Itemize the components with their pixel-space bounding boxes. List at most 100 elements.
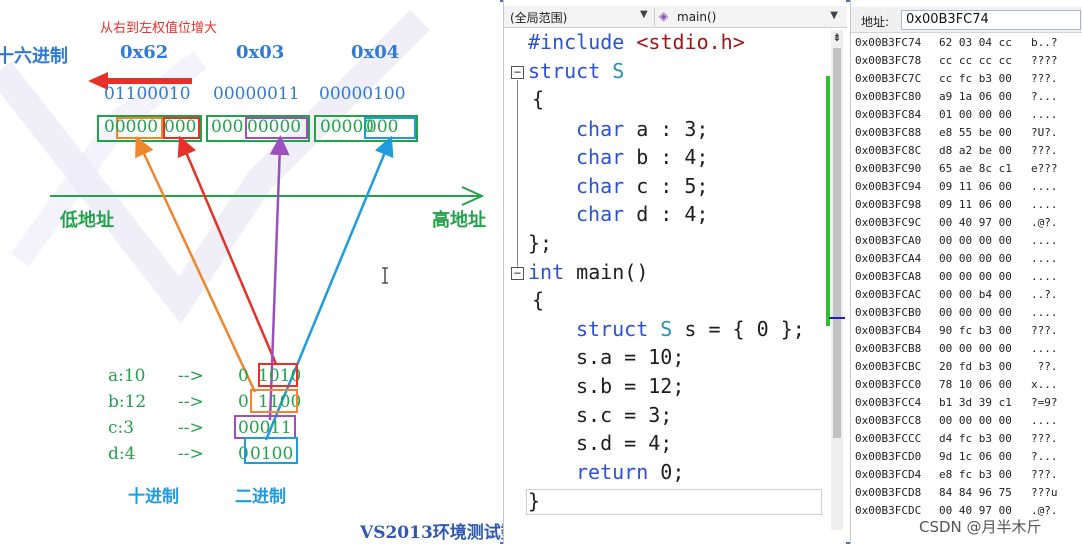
memory-ascii: e??? — [1031, 162, 1058, 175]
memory-bytes: 84 84 96 75 — [939, 486, 1012, 499]
byte2-left-bits: 00000 — [320, 117, 375, 137]
memory-ascii: ?=9? — [1031, 396, 1058, 409]
byte0-left-bits: 00000 — [104, 117, 159, 137]
member-c-prefix: 000 — [238, 418, 271, 438]
editor-navigation-bar: (全局范围) ▼ ◈ main() ▼ — [504, 6, 847, 28]
member-c-arrow: --> — [178, 418, 204, 438]
memory-ascii: .... — [1031, 342, 1058, 355]
memory-ascii: ?... — [1031, 90, 1058, 103]
memory-bytes: 09 11 06 00 — [939, 180, 1012, 193]
fold-guide — [517, 80, 518, 280]
function-name: main() — [677, 10, 717, 24]
memory-bytes: 90 fc b3 00 — [939, 324, 1012, 337]
weight-direction-arrow — [88, 72, 192, 90]
memory-address: 0x00B3FCB8 — [855, 342, 922, 355]
memory-ascii: .... — [1031, 414, 1058, 427]
memory-ascii: ..?. — [1031, 288, 1058, 301]
memory-bytes: d4 fc b3 00 — [939, 432, 1012, 445]
memory-ascii: ?U?. — [1031, 126, 1058, 139]
byte-box-2 — [314, 115, 418, 142]
code-line-8: }; — [528, 231, 553, 255]
memory-address: 0x00B3FCA4 — [855, 252, 922, 265]
memory-bytes: 09 11 06 00 — [939, 198, 1012, 211]
member-d-name: d:4 — [108, 444, 136, 464]
memory-address: 0x00B3FC98 — [855, 198, 922, 211]
memory-ascii: .... — [1031, 198, 1058, 211]
weight-direction-note: 从右到左权值位增大 — [100, 21, 218, 36]
code-line-11: struct S s = { 0 }; — [576, 317, 805, 341]
collapse-main-icon[interactable]: − — [511, 267, 524, 280]
code-line-16: return 0; — [576, 460, 685, 484]
memory-address: 0x00B3FCD0 — [855, 450, 922, 463]
memory-address: 0x00B3FCD4 — [855, 468, 922, 481]
code-line-1: #include <stdio.h> — [528, 30, 745, 54]
scrollbar-thumb[interactable] — [833, 48, 841, 438]
memory-ascii: ???u — [1031, 486, 1058, 499]
memory-bytes: cc fc b3 00 — [939, 72, 1012, 85]
current-line-highlight — [526, 489, 822, 515]
change-tracking-bar — [826, 76, 830, 326]
memory-ascii: ??. — [1031, 360, 1058, 373]
code-editor[interactable]: (全局范围) ▼ ◈ main() ▼ #include <stdio.h> −… — [382, 0, 847, 544]
collapse-struct-icon[interactable]: − — [511, 66, 524, 79]
memory-bytes: 01 00 00 00 — [939, 108, 1012, 121]
memory-address: 0x00B3FCC8 — [855, 414, 922, 427]
member-a-name: a:10 — [108, 366, 146, 386]
code-line-17: } — [528, 489, 541, 513]
memory-bytes: a9 1a 06 00 — [939, 90, 1012, 103]
chevron-down-icon[interactable]: ▼ — [640, 9, 648, 20]
memory-ascii: .... — [1031, 180, 1058, 193]
decimal-label: 十进制 — [128, 487, 179, 507]
bitfield-diagram: 从右到左权值位增大 十六进制 0x62 0x03 0x04 01100010 0… — [0, 0, 500, 544]
memory-address: 0x00B3FCA8 — [855, 270, 922, 283]
address-input[interactable]: 0x00B3FC74 — [901, 10, 1081, 30]
memory-ascii: .@?. — [1031, 216, 1058, 229]
memory-address: 0x00B3FC94 — [855, 180, 922, 193]
byte2-right-bits: 000 — [366, 117, 399, 137]
memory-bytes: 20 fd b3 00 — [939, 360, 1012, 373]
code-line-5: char b : 4; — [576, 145, 709, 169]
code-line-12: s.a = 10; — [576, 345, 685, 369]
byte0-right-bits: 000 — [164, 117, 197, 137]
split-view-icon[interactable]: ⇟ — [832, 31, 842, 44]
chevron-down-icon[interactable]: ▼ — [830, 10, 838, 21]
memory-ascii: .... — [1031, 252, 1058, 265]
memory-ascii: ???. — [1031, 432, 1058, 445]
memory-bytes: 9d 1c 06 00 — [939, 450, 1012, 463]
code-line-4: char a : 3; — [576, 117, 709, 141]
binary-value-0: 01100010 — [104, 84, 191, 104]
memory-ascii: ???. — [1031, 144, 1058, 157]
memory-address: 0x00B3FCD8 — [855, 486, 922, 499]
hex-value-2: 0x04 — [351, 42, 400, 63]
member-d-prefix: 0 — [238, 444, 249, 464]
memory-bytes: b1 3d 39 c1 — [939, 396, 1012, 409]
memory-address: 0x00B3FC78 — [855, 54, 922, 67]
memory-address: 0x00B3FC8C — [855, 144, 922, 157]
memory-bytes: 00 40 97 00 — [939, 504, 1012, 517]
memory-address-bar: 地址: 0x00B3FC74 — [851, 7, 1082, 33]
memory-bytes: 00 00 00 00 — [939, 342, 1012, 355]
arrow-a-to-byte0 — [177, 135, 278, 365]
scope-dropdown[interactable]: (全局范围) — [510, 11, 568, 25]
environment-caption: VS2013环境测试数据 — [360, 523, 535, 543]
binary-value-2: 00000100 — [319, 84, 406, 104]
memory-bytes: cc cc cc cc — [939, 54, 1012, 67]
code-line-9: int main() — [528, 260, 649, 284]
code-line-3: { — [532, 87, 545, 111]
binary-value-1: 00000011 — [213, 84, 300, 104]
memory-bytes: 00 00 00 00 — [939, 414, 1012, 427]
text-cursor-icon — [382, 267, 388, 284]
memory-ascii: .... — [1031, 306, 1058, 319]
memory-ascii: ???. — [1031, 324, 1058, 337]
code-line-6: char c : 5; — [576, 174, 709, 198]
memory-ascii: .... — [1031, 234, 1058, 247]
function-dropdown[interactable]: ◈ main() ▼ — [654, 8, 844, 26]
memory-address: 0x00B3FCC4 — [855, 396, 922, 409]
member-a-bits: 1010 — [258, 366, 302, 386]
memory-address: 0x00B3FCA0 — [855, 234, 922, 247]
address-label: 地址: — [861, 15, 890, 29]
memory-bytes: 62 03 04 cc — [939, 36, 1012, 49]
memory-bytes: d8 a2 be 00 — [939, 144, 1012, 157]
memory-bytes: 78 10 06 00 — [939, 378, 1012, 391]
byte1-right-bits: 00000 — [247, 117, 302, 137]
